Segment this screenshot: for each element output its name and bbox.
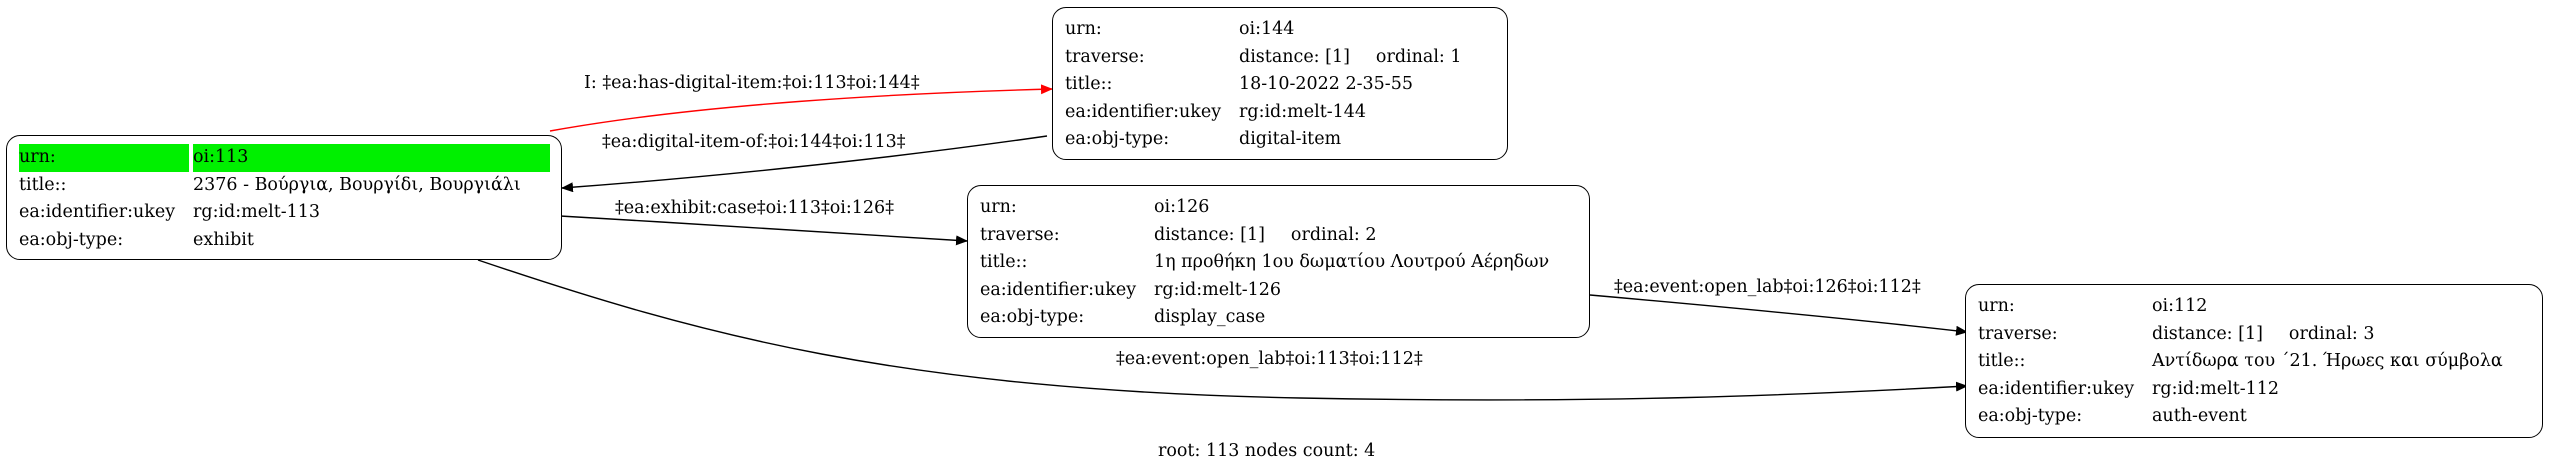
row-key: traverse: <box>1065 46 1145 67</box>
edge-label-digital-item-of: ‡ea:digital-item-of:‡oi:144‡oi:113‡ <box>602 132 906 152</box>
row-key: urn: <box>1065 19 1102 39</box>
row-value: display_case <box>1154 307 1266 327</box>
edge-label-open-lab-113-112: ‡ea:event:open_lab‡oi:113‡oi:112‡ <box>1116 349 1423 369</box>
node-row-obj-type: ea:obj-type: exhibit <box>19 227 549 255</box>
row-value: distance: [1] <box>1154 224 1265 245</box>
row-key: ea:obj-type: <box>1978 406 2083 426</box>
row-value: rg:id:melt-113 <box>193 202 321 222</box>
row-value: rg:id:melt-126 <box>1154 279 1282 300</box>
edge-label-has-digital-item: I: ‡ea:has-digital-item:‡oi:113‡oi:144‡ <box>584 73 920 93</box>
node-row-ukey: ea:identifier:ukey rg:id:melt-112 <box>1978 376 2530 404</box>
edge-open-lab-113-112 <box>477 259 1968 401</box>
row-value: rg:id:melt-144 <box>1239 101 1367 122</box>
row-key: title:: <box>1065 74 1113 94</box>
row-value: 2376 - Βούργια, Βουργίδι, Βουργιάλι <box>193 174 521 195</box>
row-value: oi:112 <box>2152 296 2208 316</box>
row-key: traverse: <box>980 224 1060 245</box>
node-row-title: title:: 1η προθήκη 1ου δωματίου Λουτρού … <box>980 249 1577 277</box>
row-key: ea:identifier:ukey <box>1978 378 2135 399</box>
edge-has-digital-item <box>549 84 1053 132</box>
row-key: ea:obj-type: <box>19 229 124 250</box>
row-key: title:: <box>1978 351 2026 371</box>
node-row-urn: urn: oi:113 <box>19 144 550 172</box>
node-oi-126[interactable]: urn: oi:126 traverse: distance: [1] ordi… <box>967 185 1590 338</box>
node-row-urn: urn: oi:126 <box>980 194 1577 222</box>
row-key: urn: <box>1978 296 2015 316</box>
row-value: digital-item <box>1239 129 1342 149</box>
row-key: traverse: <box>1978 323 2058 344</box>
row-key: ea:obj-type: <box>980 307 1085 327</box>
node-row-ukey: ea:identifier:ukey rg:id:melt-126 <box>980 277 1577 305</box>
row-value: Αντίδωρα του ΄21. Ήρωες και σύμβολα <box>2152 351 2503 371</box>
node-row-title: title:: Αντίδωρα του ΄21. Ήρωες και σύμβ… <box>1978 348 2530 376</box>
row-key: ea:identifier:ukey <box>19 202 176 222</box>
node-row-obj-type: ea:obj-type: digital-item <box>1065 126 1495 154</box>
node-row-obj-type: ea:obj-type: auth-event <box>1978 403 2530 431</box>
row-value: 18-10-2022 2-35-55 <box>1239 74 1413 94</box>
row-value: oi:113 <box>193 144 550 172</box>
edge-digital-item-of <box>561 135 1048 193</box>
row-key: urn: <box>980 197 1017 217</box>
node-row-urn: urn: oi:144 <box>1065 16 1495 44</box>
row-value: distance: [1] <box>2152 323 2263 344</box>
row-key: urn: <box>19 144 189 172</box>
node-row-obj-type: ea:obj-type: display_case <box>980 304 1577 332</box>
node-oi-144[interactable]: urn: oi:144 traverse: distance: [1] ordi… <box>1052 7 1508 160</box>
row-value: exhibit <box>193 229 254 250</box>
row-key: title:: <box>19 174 67 195</box>
node-row-title: title:: 18-10-2022 2-35-55 <box>1065 71 1495 99</box>
node-row-ukey: ea:identifier:ukey rg:id:melt-144 <box>1065 99 1495 127</box>
graph-footer: root: 113 nodes count: 4 <box>1158 441 1376 461</box>
row-value-ordinal: ordinal: 1 <box>1375 46 1462 67</box>
row-value: distance: [1] <box>1239 46 1350 67</box>
node-row-traverse: traverse: distance: [1] ordinal: 1 <box>1065 44 1495 72</box>
edge-label-exhibit-case: ‡ea:exhibit:case‡oi:113‡oi:126‡ <box>615 198 894 218</box>
row-key: title:: <box>980 252 1028 272</box>
edge-label-open-lab-126-112: ‡ea:event:open_lab‡oi:126‡oi:112‡ <box>1614 277 1921 297</box>
row-value: oi:144 <box>1239 19 1295 39</box>
row-value-ordinal: ordinal: 3 <box>2288 323 2375 344</box>
row-value: oi:126 <box>1154 197 1210 217</box>
node-row-ukey: ea:identifier:ukey rg:id:melt-113 <box>19 199 549 227</box>
row-value: rg:id:melt-112 <box>2152 378 2280 399</box>
row-key: ea:obj-type: <box>1065 129 1170 149</box>
node-oi-112[interactable]: urn: oi:112 traverse: distance: [1] ordi… <box>1965 284 2543 438</box>
node-oi-113[interactable]: urn: oi:113 title:: 2376 - Βούργια, Βουρ… <box>6 135 562 260</box>
edge-exhibit-case <box>559 215 968 246</box>
edge-open-lab-126-112 <box>1589 294 1968 336</box>
row-value: 1η προθήκη 1ου δωματίου Λουτρού Αέρηδων <box>1154 252 1550 272</box>
node-row-title: title:: 2376 - Βούργια, Βουργίδι, Βουργι… <box>19 172 549 200</box>
node-row-urn: urn: oi:112 <box>1978 293 2530 321</box>
node-row-traverse: traverse: distance: [1] ordinal: 3 <box>1978 321 2530 349</box>
row-key: ea:identifier:ukey <box>1065 101 1222 122</box>
node-row-traverse: traverse: distance: [1] ordinal: 2 <box>980 222 1577 250</box>
row-value: auth-event <box>2152 406 2247 426</box>
row-value-ordinal: ordinal: 2 <box>1290 224 1377 245</box>
row-key: ea:identifier:ukey <box>980 279 1137 300</box>
